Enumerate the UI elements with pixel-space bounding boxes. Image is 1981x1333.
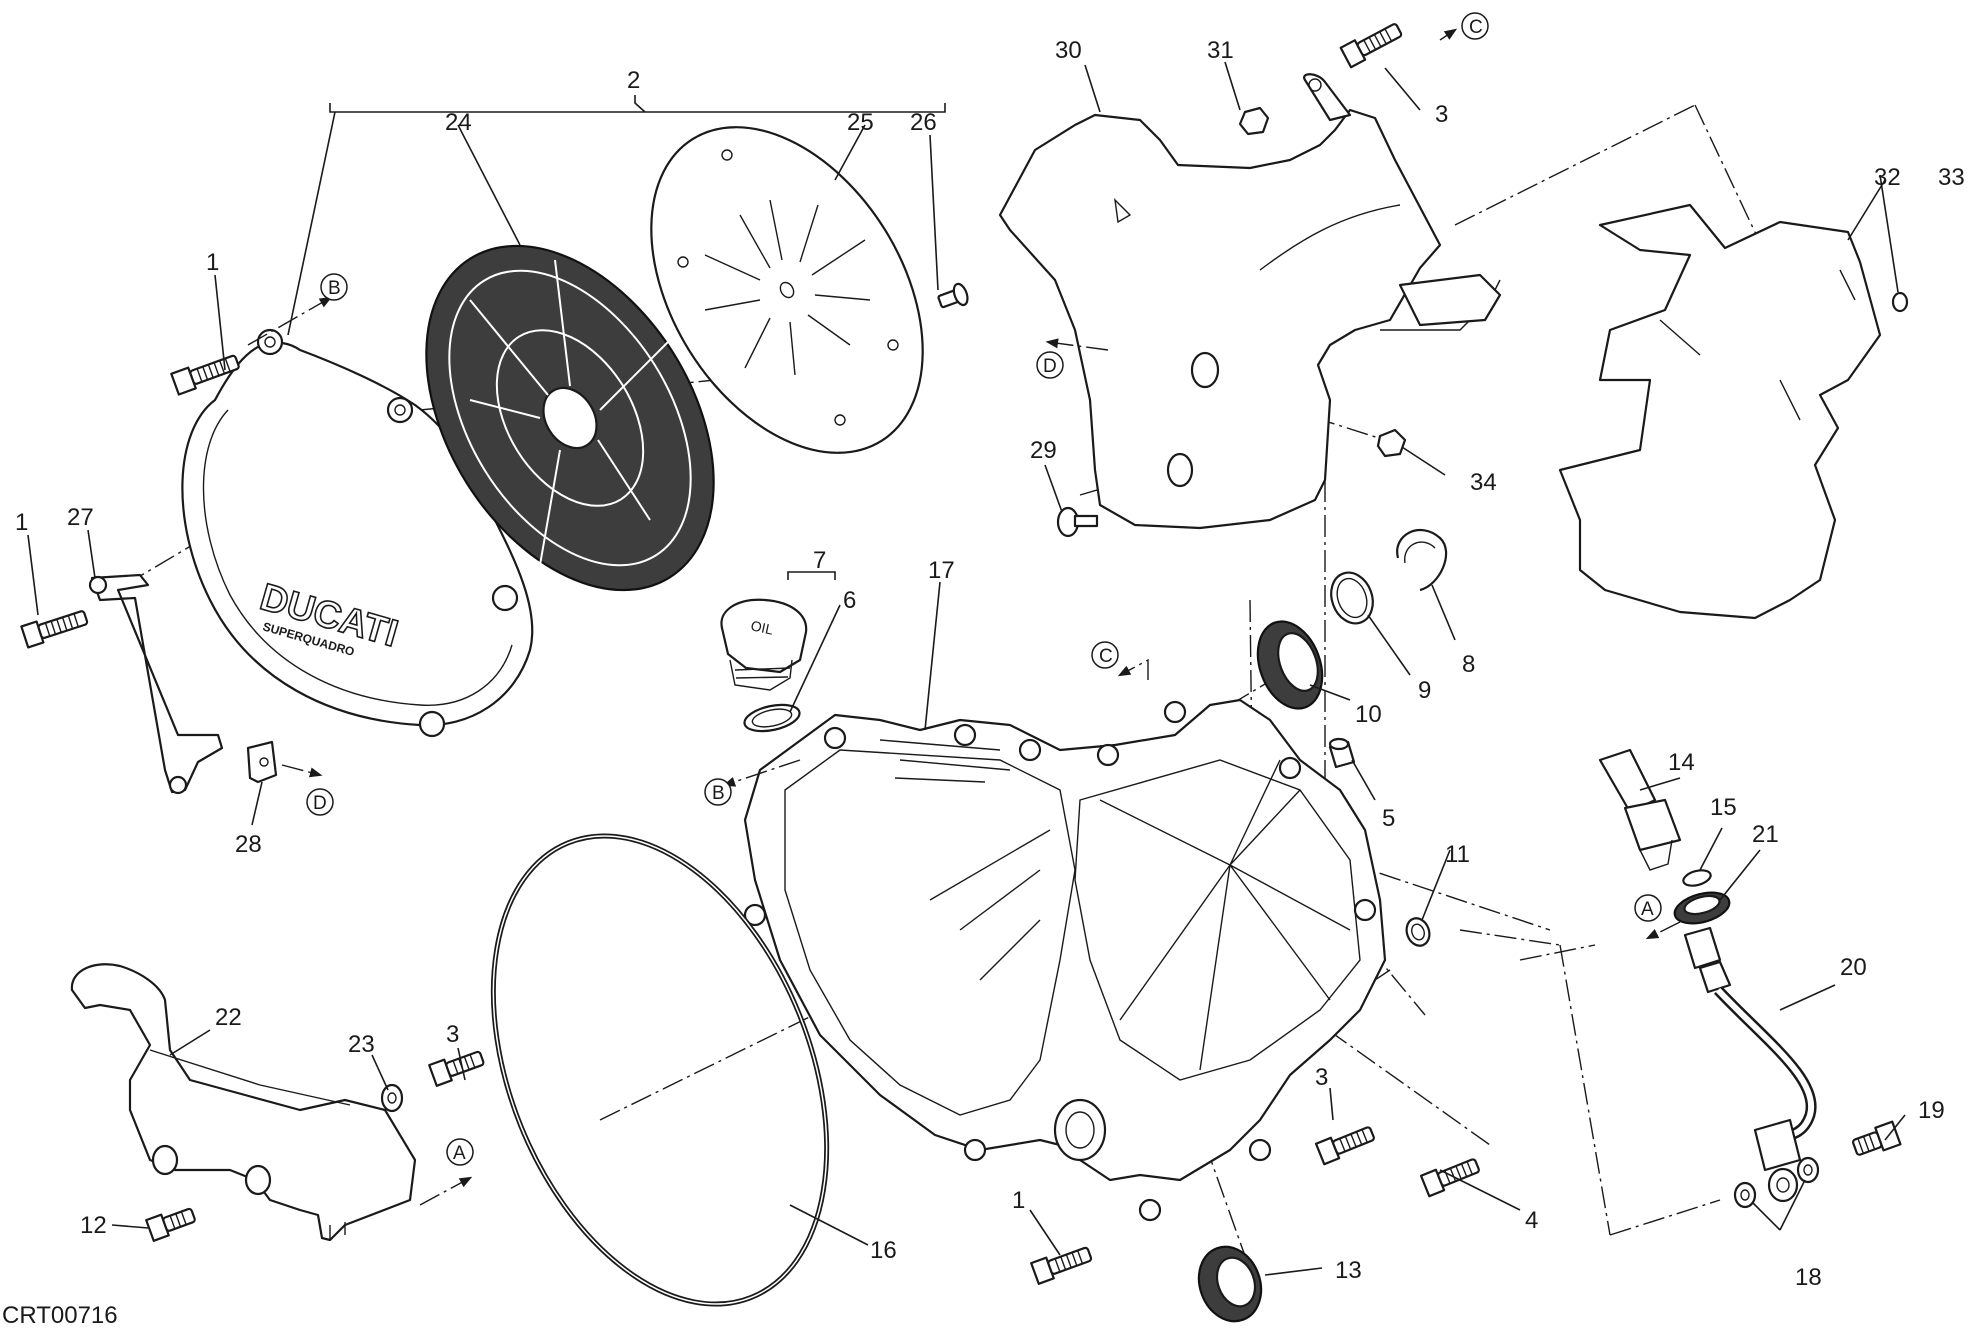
reference-markers: B D C D C B A A: [306, 12, 1662, 1166]
callout-27: 27: [67, 504, 94, 531]
sensor-14: [1598, 748, 1682, 871]
callout-11: 11: [1445, 841, 1470, 868]
ref-marker-a-right: A: [1634, 894, 1662, 922]
callout-10: 10: [1355, 701, 1382, 728]
callout-12: 12: [80, 1212, 107, 1239]
circlip-8: [1396, 528, 1448, 592]
bolt-1-lower: [1030, 1246, 1093, 1285]
callout-34: 34: [1470, 469, 1497, 496]
callout-1-upper: 1: [206, 249, 219, 276]
washer-23: [380, 1083, 404, 1113]
bolt-12: [145, 1207, 196, 1242]
callout-24: 24: [445, 109, 472, 136]
callout-3-left: 3: [446, 1021, 459, 1048]
svg-text:B: B: [712, 783, 725, 804]
svg-text:C: C: [1469, 17, 1483, 38]
reference-arrows: [247, 28, 1681, 1206]
screw-26: [937, 282, 969, 309]
svg-text:A: A: [453, 1143, 466, 1164]
svg-text:B: B: [328, 278, 341, 299]
guard-32: [1558, 203, 1909, 620]
svg-text:D: D: [313, 793, 327, 814]
callout-23: 23: [348, 1031, 375, 1058]
washer-15: [1682, 869, 1712, 887]
ref-marker-b-top: B: [320, 273, 348, 301]
ref-marker-c-mid: C: [1091, 641, 1119, 669]
callout-33: 33: [1938, 164, 1965, 191]
callout-18: 18: [1795, 1264, 1822, 1291]
ref-marker-b-mid: B: [704, 778, 732, 806]
washers-18: [1733, 1156, 1820, 1209]
gasket-16: [490, 833, 830, 1307]
callout-6: 6: [843, 587, 856, 614]
callout-21: 21: [1752, 821, 1779, 848]
callout-20: 20: [1840, 954, 1867, 981]
callout-31: 31: [1207, 37, 1234, 64]
dowel-pin-5: [1328, 737, 1356, 769]
seal-13: [1197, 1245, 1263, 1323]
callout-3-top: 3: [1435, 101, 1448, 128]
nut-34: [1376, 428, 1407, 458]
ref-marker-a-left: A: [446, 1138, 474, 1166]
bolt-3-left: [428, 1050, 485, 1087]
callout-32: 32: [1874, 164, 1901, 191]
bracket-22: [70, 963, 417, 1242]
callout-30: 30: [1055, 37, 1082, 64]
callout-3-lower: 3: [1315, 1064, 1328, 1091]
callout-13: 13: [1335, 1257, 1362, 1284]
bolt-1-left: [20, 610, 89, 649]
callout-26: 26: [910, 109, 937, 136]
callout-28: 28: [235, 831, 262, 858]
pressure-plate-24: [425, 244, 715, 592]
seal-21: [1673, 891, 1731, 925]
crankcase-cover-17: [743, 698, 1387, 1222]
nut-31: [1238, 106, 1270, 136]
svg-text:A: A: [1641, 899, 1654, 920]
oil-cap-7: OIL: [720, 598, 808, 691]
clip-28: [246, 740, 278, 784]
bolt-3-lower: [1314, 1126, 1375, 1166]
plug-29: [1056, 506, 1099, 538]
callout-14: 14: [1668, 749, 1695, 776]
bolt-3-top: [1339, 23, 1403, 69]
o-ring-6: [743, 703, 801, 733]
ring-9: [1330, 571, 1374, 625]
figure-code: CRT00716: [2, 1302, 118, 1329]
seal-11: [1405, 917, 1431, 947]
callout-17: 17: [928, 557, 955, 584]
callout-7: 7: [813, 547, 826, 574]
seal-10: [1256, 620, 1324, 710]
svg-text:C: C: [1099, 646, 1113, 667]
callout-5: 5: [1382, 805, 1395, 832]
callout-2: 2: [627, 67, 640, 94]
callout-8: 8: [1462, 651, 1475, 678]
svg-text:D: D: [1043, 356, 1057, 377]
ref-marker-c-top: C: [1461, 12, 1489, 40]
cover-30: [998, 73, 1502, 530]
callout-15: 15: [1710, 794, 1737, 821]
callout-9: 9: [1418, 677, 1431, 704]
callout-1-lower: 1: [1012, 1187, 1025, 1214]
oil-cap-label: OIL: [749, 617, 775, 637]
banjo-bolt-19: [1852, 1120, 1902, 1156]
plate-25: [650, 126, 924, 454]
leader-lines: [27, 61, 1906, 1276]
bolt-4: [1419, 1158, 1480, 1198]
callout-16: 16: [870, 1237, 897, 1264]
callout-29: 29: [1030, 437, 1057, 464]
callout-1-left: 1: [15, 509, 28, 536]
ref-marker-d-left: D: [306, 788, 334, 816]
callout-25: 25: [847, 109, 874, 136]
oil-line-20: [1683, 926, 1817, 1203]
callout-4: 4: [1525, 1207, 1538, 1234]
callout-22: 22: [215, 1004, 242, 1031]
callout-19: 19: [1918, 1097, 1945, 1124]
bracket-27: [88, 573, 224, 795]
bolt-1-upper: [170, 354, 240, 396]
ref-marker-d-mid: D: [1036, 351, 1064, 379]
callout-labels: 2 24 25 26 1 1 27 28 30 31 3 32 33 29 34…: [15, 37, 1965, 1291]
